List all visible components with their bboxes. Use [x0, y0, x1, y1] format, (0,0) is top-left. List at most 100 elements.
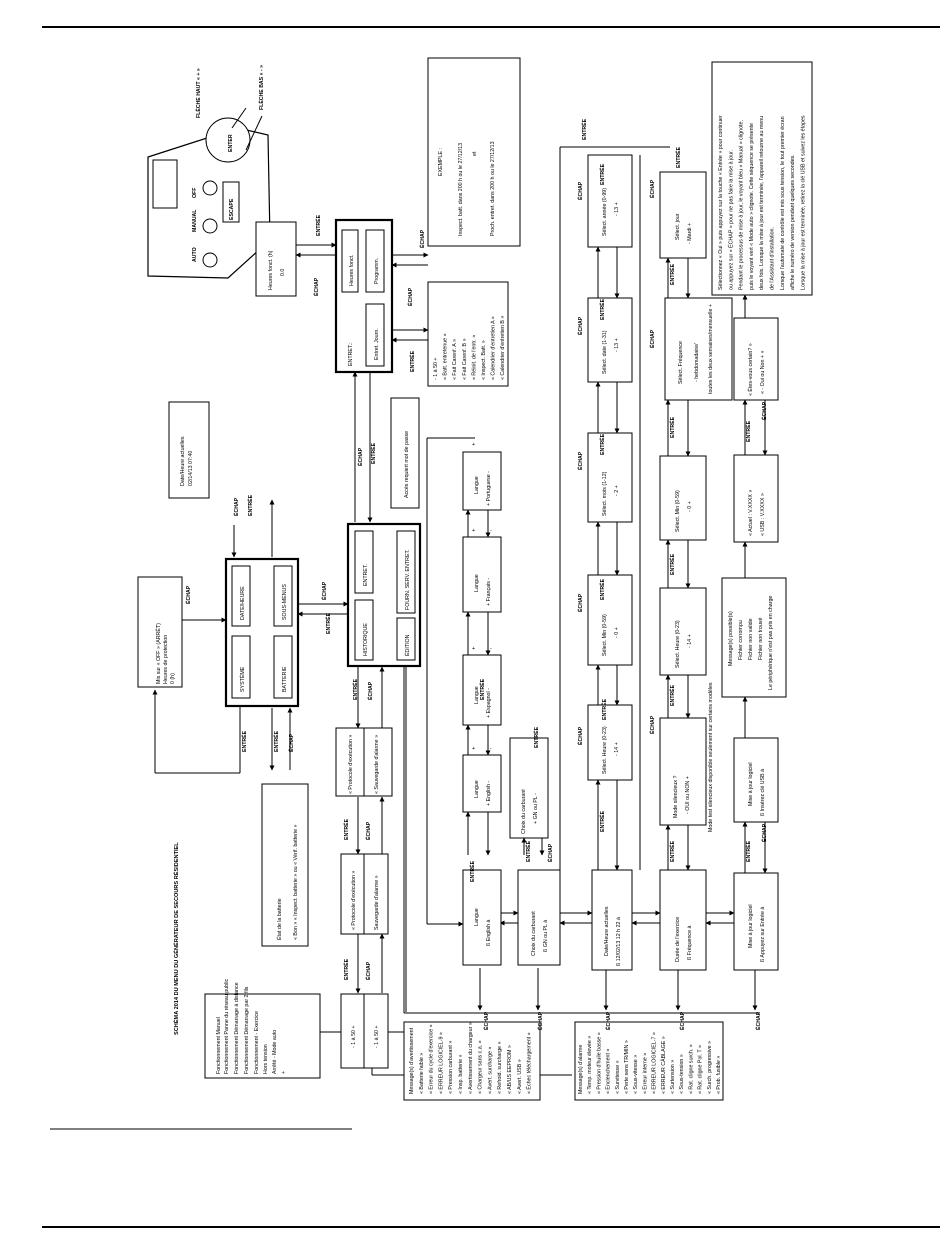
fw-main-text: Mise à jour logiciel ß Appuyez sur Entré… [748, 904, 766, 962]
quiet-box[interactable] [659, 717, 707, 826]
jour-box[interactable] [659, 171, 707, 259]
maint-line-6: « Calendrier d'entretien A » [491, 316, 497, 380]
escape-button[interactable] [222, 181, 240, 223]
maint-programm[interactable] [365, 229, 385, 293]
svg-text:Date/Heure actuelles: Date/Heure actuelles [604, 906, 610, 956]
alarm-line-3: « Enclenchement » [606, 1049, 612, 1094]
maint-entret-journ-label: Entret. Journ. [374, 328, 380, 360]
svg-text:0 (h): 0 (h) [170, 673, 176, 684]
alarm-line-7: « Erreur interne » [642, 1053, 648, 1094]
lang-main-box[interactable] [462, 869, 502, 966]
plus-sign-1: + [472, 746, 475, 752]
fuel-main-text: Choix du carburant ß GN ou PL à [531, 911, 549, 956]
sel-min-box[interactable] [587, 574, 633, 666]
sel-mois-text: Sélect. mois (1-12) - 2 + [602, 471, 620, 516]
entree-label-19: ENTRÉE [342, 958, 350, 980]
sel-annee-text: Sélect. année (0-99) - 13 + [602, 188, 620, 236]
warning-line-7: « Chargeur sans c.a. » [478, 1040, 484, 1094]
svg-text:+ Espagnol -: + Espagnol - [486, 688, 492, 718]
entree-label-53: ENTRÉE [580, 118, 588, 140]
counter-b: - 1 à 50 + [374, 1025, 380, 1048]
submenu-edition[interactable] [396, 617, 416, 661]
alarm-line-8: « ERREUR LOGICIEL-7 » [652, 1032, 658, 1094]
example-box [427, 57, 521, 247]
submenu-entret[interactable] [354, 530, 374, 594]
warning-line-4: « Pression carburant » [448, 1041, 454, 1094]
echap-label-24: ÉCHAP [604, 1011, 612, 1030]
fw-usb-box[interactable] [733, 737, 779, 823]
logs-main-protocole[interactable]: « Protocole d'exécution » [351, 871, 357, 930]
logs-top-protocole[interactable]: « Protocole d'exécution » [348, 735, 354, 794]
submenu-edition-label: ÉDITION [404, 634, 411, 656]
lang-espagnol-box[interactable] [462, 654, 502, 726]
alarm-line-0: Message(s) d'alarme [578, 1045, 584, 1094]
submenu-historique-label: HISTORIQUE [363, 623, 369, 656]
frequence-box[interactable] [664, 297, 733, 401]
sel-mois-box[interactable] [587, 432, 633, 523]
fw-confirm-box[interactable] [733, 317, 779, 401]
menu-date-heure[interactable] [231, 565, 251, 627]
menu-sous-menus[interactable] [273, 565, 293, 627]
minus-sign-3: - [490, 528, 492, 534]
fuel-select-box[interactable] [509, 737, 549, 839]
enter-button[interactable] [205, 117, 251, 163]
echap-label-42: ÉCHAP [648, 715, 656, 734]
submenu-fourn-serv[interactable] [396, 530, 416, 614]
svg-text:Langue: Langue [474, 686, 480, 704]
ex-min-box[interactable] [659, 455, 707, 541]
echap-label-46: ÉCHAP [648, 329, 656, 348]
sel-heure-box[interactable] [587, 704, 633, 781]
sel-annee-box[interactable] [587, 154, 633, 248]
system-modes-text: Fonctionnement Manuel Fonctionnement Pan… [216, 979, 287, 1074]
manual-label: MANUAL [192, 209, 198, 232]
maint-heures-fonct[interactable] [341, 229, 359, 293]
menu-batterie[interactable] [273, 635, 293, 699]
logs-top-sauvegarde[interactable]: « Sauvegarde d'alarme » [374, 735, 380, 794]
svg-text:État de la batterie: État de la batterie [276, 898, 283, 940]
lang-francais-box[interactable] [462, 536, 502, 613]
echap-label-8: ÉCHAP [356, 447, 364, 466]
svg-text:ß Appuyez sur Entrée à: ß Appuyez sur Entrée à [760, 907, 766, 962]
svg-text:EXEMPLE :: EXEMPLE : [438, 148, 444, 176]
echap-label-39: ÉCHAP [576, 181, 584, 200]
logs-main-sauvegarde[interactable]: Sauvegarde d'alarme » [374, 875, 380, 930]
sel-min-text: Sélect. Min (0-59) - 0 + [602, 614, 620, 656]
svg-text:- 0 +: - 0 + [687, 501, 693, 512]
manual-button[interactable] [202, 218, 218, 234]
submenu-historique[interactable] [354, 599, 374, 661]
entree-label-7: ENTRÉE [324, 612, 332, 634]
warning-line-5: « Insp. batterie » [458, 1054, 464, 1094]
ex-min-text: Sélect. Min (0-59) - 0 + [675, 490, 693, 532]
echap-label-16: ÉCHAP [366, 681, 374, 700]
warnings-box [403, 1021, 541, 1101]
maint-entret-journ[interactable] [365, 303, 385, 367]
ex-main-box[interactable] [659, 869, 707, 971]
plus-sign-2: + [472, 646, 475, 652]
svg-text:Mis sur « OFF » (ARRÊT): Mis sur « OFF » (ARRÊT) [154, 623, 162, 684]
lang-english-box[interactable] [462, 754, 502, 813]
off-button[interactable] [202, 180, 218, 196]
fw-main-box[interactable] [733, 872, 779, 971]
sel-date-box[interactable] [587, 297, 633, 383]
svg-text:+ Portuguese -: + Portuguese - [486, 471, 492, 506]
svg-text:- OUI ou NON +: - OUI ou NON + [685, 776, 691, 814]
svg-text:Sélect. Min (0-59): Sélect. Min (0-59) [602, 614, 608, 656]
warning-line-8: « Avert. surcharge » [487, 1047, 493, 1094]
svg-text:- hebdomadaire/: - hebdomadaire/ [694, 343, 700, 382]
dt-main-box[interactable] [591, 869, 633, 971]
alarm-line-15: « Prob. fusible » [716, 1056, 722, 1094]
svg-text:Sélect. année (0-99): Sélect. année (0-99) [602, 188, 608, 236]
ex-heure-box[interactable] [659, 587, 707, 676]
fuel-main-box[interactable] [517, 869, 561, 966]
menu-systeme[interactable] [231, 635, 251, 699]
svg-text:ß English à: ß English à [486, 919, 492, 946]
maint-list-box [427, 281, 509, 387]
auto-button[interactable] [202, 252, 218, 268]
maint-heures-fonct-label: Heures fonct. [349, 254, 355, 286]
instruction-line-3: puis le voyant vert « Mode auto » cligno… [749, 123, 755, 290]
svg-text:- Mardi +: - Mardi + [687, 223, 693, 244]
menu-sous-menus-label: SOUS-MENUS [282, 584, 288, 620]
fw-confirm-text: « Êtes-vous certain? » « - Oui ou Non + … [746, 343, 766, 396]
lang-portuguese-box[interactable] [462, 451, 502, 511]
instruction-line-5: de l'Assistant d'installation. [770, 227, 776, 290]
